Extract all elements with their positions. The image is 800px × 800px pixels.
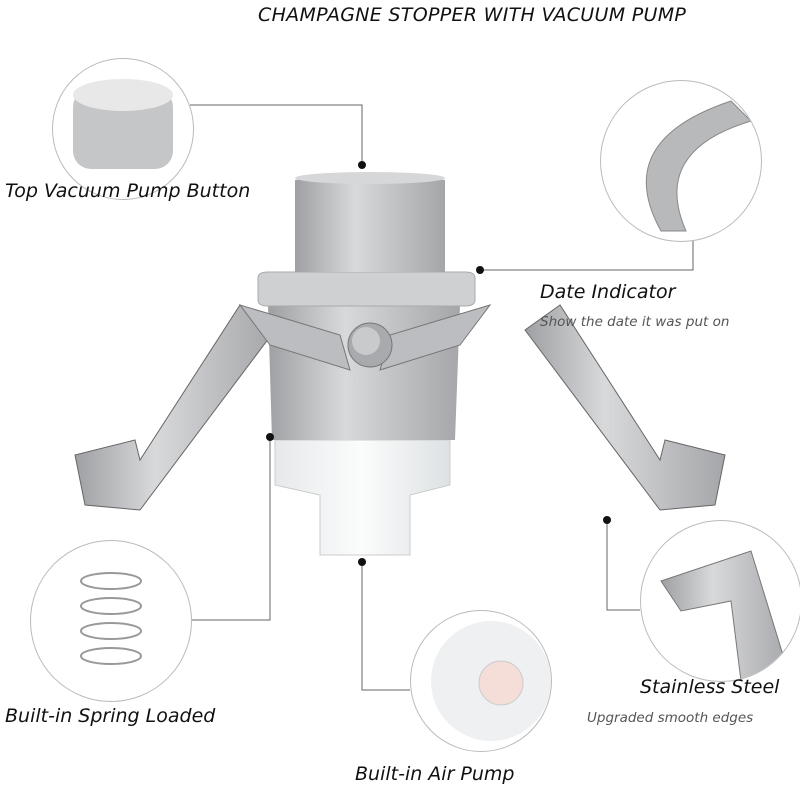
steel-edge-closeup bbox=[640, 520, 800, 682]
label-built-in-air-pump: Built-in Air Pump bbox=[355, 763, 515, 785]
label-date-indicator: Date Indicator bbox=[540, 281, 676, 303]
label-top-vacuum-pump-button: Top Vacuum Pump Button bbox=[5, 180, 251, 202]
date-indicator-closeup bbox=[600, 80, 762, 242]
detail-stainless-steel: Upgraded smooth edges bbox=[587, 710, 754, 726]
pump-button-closeup bbox=[52, 58, 194, 200]
air-pump-closeup bbox=[410, 610, 552, 752]
stopper-product-image bbox=[74, 172, 726, 556]
page-title: CHAMPAGNE STOPPER WITH VACUUM PUMP bbox=[258, 4, 687, 26]
label-stainless-steel: Stainless Steel bbox=[640, 676, 780, 698]
detail-date-indicator: Show the date it was put on bbox=[540, 314, 730, 330]
spring-closeup bbox=[30, 540, 192, 702]
label-built-in-spring: Built-in Spring Loaded bbox=[5, 705, 216, 727]
